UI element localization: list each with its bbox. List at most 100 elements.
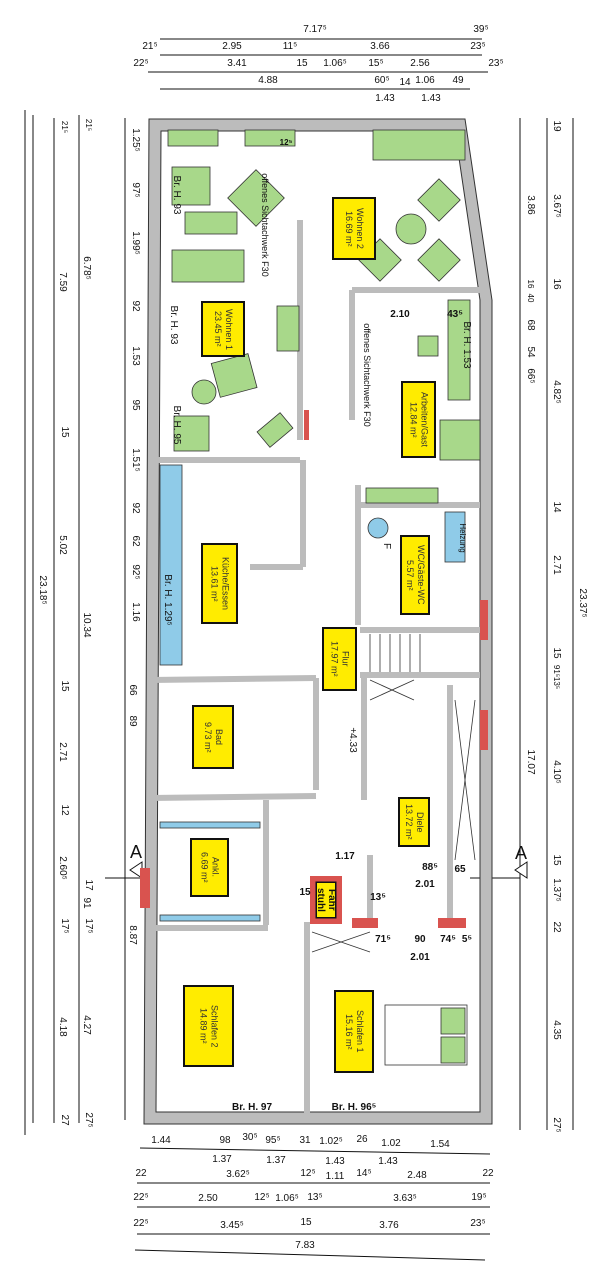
room-area: 16.69 m² (344, 210, 354, 247)
note-sill-height: Br. H. 95 (171, 405, 182, 445)
dim-top: 39⁵ (473, 24, 489, 35)
dim: 2.10 (390, 309, 410, 320)
dim-bottom: 22⁵ (133, 1218, 149, 1229)
dim-right: 1.37⁵ (551, 878, 562, 902)
dim: 71⁵ (375, 934, 391, 945)
dim-right: 23.37⁵ (577, 588, 588, 618)
dim: 13⁵ (370, 892, 386, 903)
dim-left: 1.16 (130, 602, 141, 622)
dim-top: 2.95 (222, 41, 242, 52)
note-sill-height: Br. H. 96⁵ (331, 1102, 377, 1113)
dim-top: 1.43 (375, 93, 395, 104)
dim-right: 3.86 (525, 195, 536, 215)
dim-bottom: 31 (299, 1135, 311, 1146)
dim-left: 27 (59, 1114, 70, 1126)
room-name: Flur (340, 651, 351, 667)
level-marker: +4.33 (347, 727, 358, 753)
interior-walls (149, 220, 480, 1118)
room-area: 13.61 m² (209, 565, 220, 602)
note-sill-height: Br. H. 93 (168, 305, 179, 345)
dim-right: 17.07 (525, 749, 536, 775)
dim-left: 97⁵ (130, 182, 141, 198)
room-name: Schlafen 2 (209, 1004, 220, 1048)
dim-left: 4.18 (57, 1017, 68, 1037)
dim-bottom: 12⁵ (300, 1168, 316, 1179)
dim-top: 21⁵ (142, 41, 158, 52)
dim-left: 5.02 (57, 535, 68, 555)
dim-right: 16 (551, 278, 562, 290)
dim-right: 22 (551, 921, 562, 933)
dim: 5⁵ (461, 934, 473, 945)
dim-left: 15 (59, 426, 70, 438)
dim-bottom: 2.50 (198, 1193, 218, 1204)
dim: 2.01 (415, 879, 435, 890)
dim-left: 15 (59, 680, 70, 692)
room-area: 17.97 m² (329, 641, 340, 677)
dim-left: 1.99⁵ (130, 231, 141, 255)
room-name: Diele (415, 811, 425, 833)
dim-bottom: 23⁵ (470, 1218, 486, 1229)
room-area: 6.69 m² (199, 852, 210, 883)
room-name: Wohnen 2 (355, 208, 365, 249)
dim-bottom: 22⁵ (133, 1192, 149, 1203)
dim-left: 1.25⁵ (130, 128, 141, 152)
dim-bottom: 3.63⁵ (393, 1193, 417, 1204)
room-name: Wohnen 1 (224, 308, 234, 350)
dim-left: 6.78⁵ (81, 256, 92, 280)
room-name: Küche/Essen (220, 556, 231, 611)
dim-left: 8.87 (127, 925, 138, 945)
dim-right: 14 (551, 501, 562, 513)
dim-bottom: 1.37 (212, 1154, 232, 1165)
dim-bottom: 1.02 (381, 1138, 401, 1149)
dim-top: 2.56 (410, 58, 430, 69)
room-area: 9.73 m² (203, 721, 213, 753)
dim-left: 95 (130, 399, 141, 411)
dim-bottom: 95⁵ (265, 1135, 281, 1146)
dim-top: 3.41 (227, 58, 247, 69)
dim-left: 17 (83, 879, 94, 891)
dim-top: 49 (452, 75, 464, 86)
dim-left: 21⁵ (84, 118, 93, 132)
dim-right: 4.10⁵ (551, 760, 562, 784)
dim-left: 21⁵ (60, 120, 69, 134)
dim: 43⁵ (447, 309, 463, 320)
note-heizung: Heizung (458, 523, 467, 553)
dim: 74⁵ (440, 934, 456, 945)
room-name: Arbeiten/Gast (419, 391, 430, 448)
dim-left: 10.34 (81, 612, 92, 638)
dim-bottom: 3.45⁵ (220, 1220, 244, 1231)
note-sill-height: Br. H. 97 (231, 1102, 273, 1113)
dim-top: 1.43 (421, 93, 441, 104)
room-name: Ankl. (210, 857, 221, 878)
dim-right: 15 (551, 854, 562, 866)
dim-left: 12 (59, 804, 70, 816)
dim-bottom: 12⁵ (254, 1192, 270, 1203)
dim-bottom: 22 (135, 1168, 147, 1179)
dimension-lines (24, 38, 574, 1261)
stairs (311, 634, 476, 953)
dim-bottom: 7.83 (295, 1240, 315, 1251)
dim-left: 7.59 (57, 272, 68, 292)
dim-bottom: 1.11 (325, 1171, 345, 1182)
dim-right: 4.82⁵ (551, 380, 562, 404)
dim: 1.17 (335, 851, 355, 862)
dim-top: 15⁵ (368, 58, 384, 69)
dim-left: 66 (127, 684, 138, 696)
dim-right: 40 (526, 293, 535, 303)
dim-bottom: 3.62⁵ (226, 1169, 250, 1180)
dim-top: 11⁵ (282, 41, 298, 52)
dim: 12⁵ (279, 138, 293, 147)
dim-right: 13⁵ (552, 676, 561, 690)
note-sill-height: Br. H. 93 (171, 175, 182, 215)
room-area: 13.72 m² (404, 804, 414, 840)
room-area: 14.89 m² (198, 1008, 209, 1044)
dim-bottom: 1.06⁵ (275, 1193, 299, 1204)
dim-left: 92 (130, 502, 141, 514)
dim-left: 17⁵ (83, 918, 94, 934)
